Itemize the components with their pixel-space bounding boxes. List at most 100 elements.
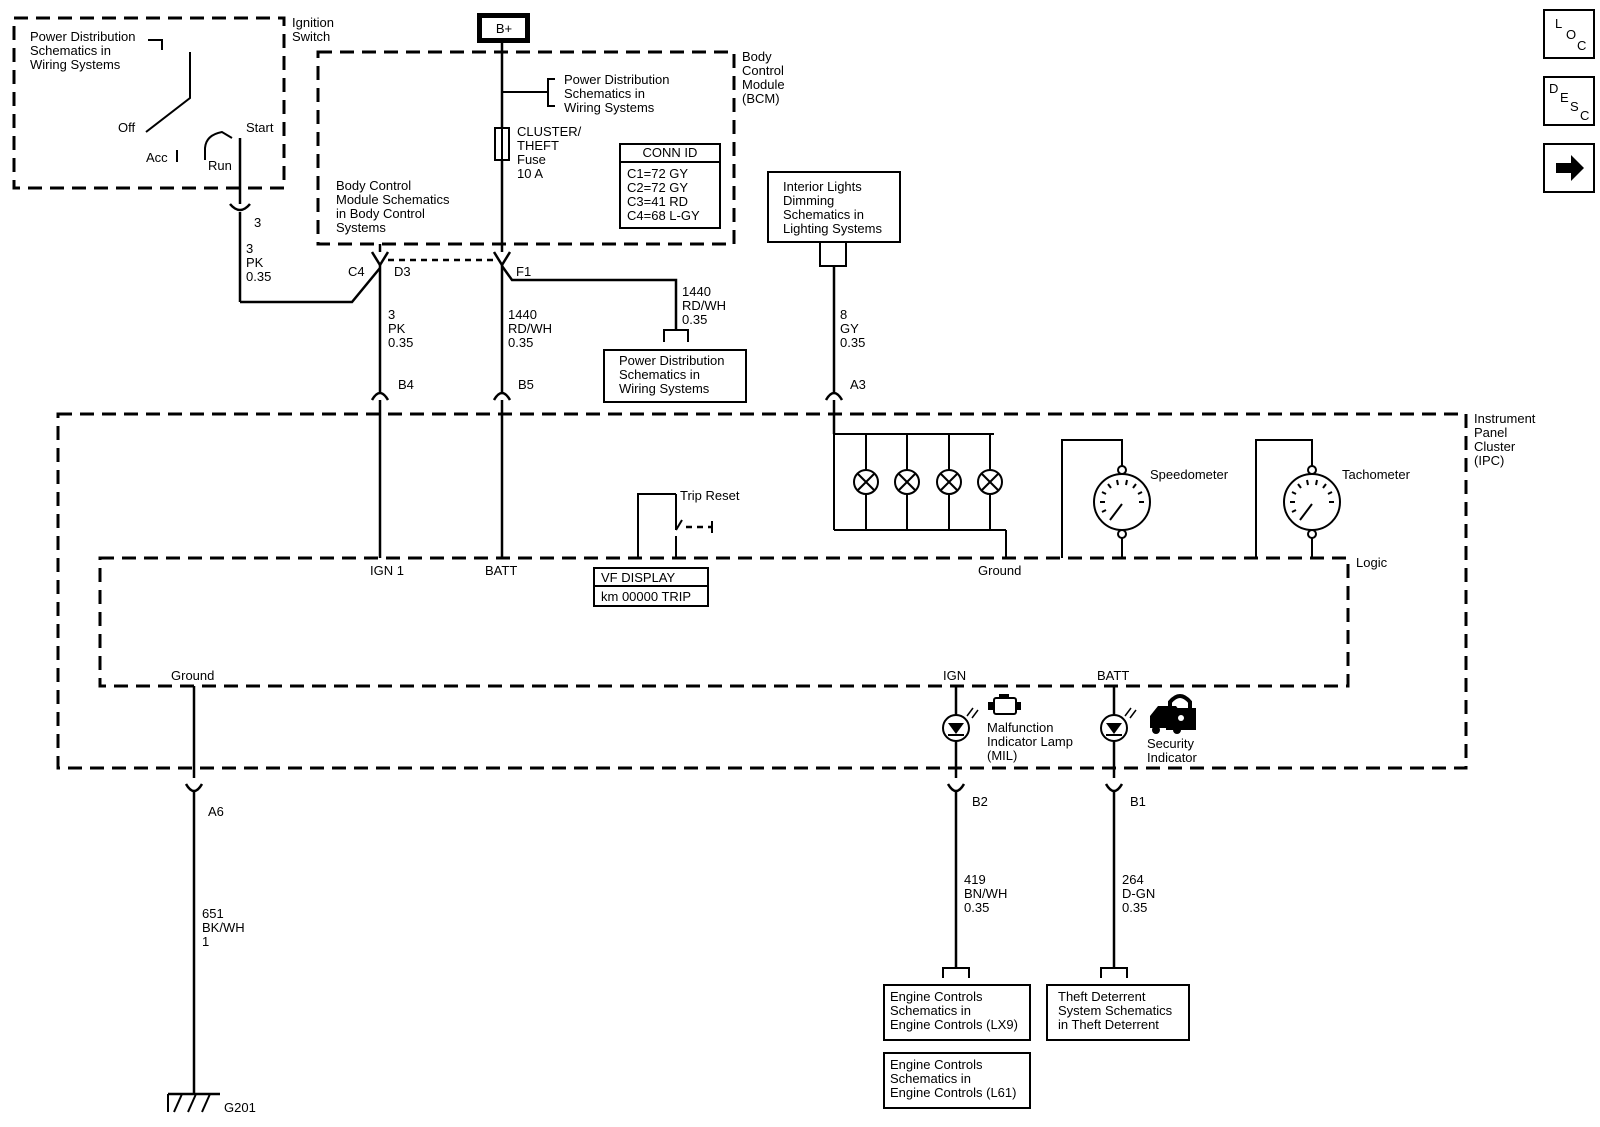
ignition-ref-line1: Power Distribution	[30, 29, 136, 44]
pd-box-line3: Wiring Systems	[619, 381, 710, 396]
rdwh-wire-right	[500, 265, 678, 330]
conn-id-c4: C4=68 L-GY	[627, 208, 700, 223]
ignition-wire-line3: 0.35	[246, 269, 271, 284]
tachometer-loop	[1255, 439, 1313, 558]
bnwh-line3: 0.35	[964, 900, 989, 915]
engine-l61-line2: Schematics in	[890, 1071, 971, 1086]
pd-box-bracket	[663, 329, 689, 342]
b2-label: B2	[972, 794, 988, 809]
bcm-title-line4: (BCM)	[742, 91, 780, 106]
fuse-label-line4: 10 A	[517, 166, 543, 181]
ignition-ref-line2: Schematics in	[30, 43, 111, 58]
ipc-title-line4: (IPC)	[1474, 453, 1504, 468]
engine-controls-lx9-box[interactable]	[883, 984, 1031, 1041]
b5-connector-icon	[492, 391, 512, 401]
speedometer-needle	[1109, 503, 1123, 521]
pd-box-line1: Power Distribution	[619, 353, 725, 368]
loc-button[interactable]: L O C	[1543, 9, 1595, 59]
battery-source: B+	[477, 13, 530, 252]
engine-l61-line1: Engine Controls	[890, 1057, 983, 1072]
security-label-line1: Security	[1147, 736, 1194, 751]
dimming-line2: Dimming	[783, 193, 834, 208]
fuse-label-line2: THEFT	[517, 138, 559, 153]
bcm-pin-c4: C4	[348, 264, 365, 279]
rdwh-right-line2: RD/WH	[682, 298, 726, 313]
bulb-1-x2	[857, 473, 875, 491]
mil-led-triangle	[948, 723, 964, 734]
desc-letter-4: C	[1580, 108, 1589, 123]
speedometer-top-terminal	[1117, 465, 1127, 475]
engine-lx9-line2: Schematics in	[890, 1003, 971, 1018]
conn-id-c3: C3=41 RD	[627, 194, 688, 209]
dimming-bulb-3	[936, 434, 962, 530]
a3-connector-icon	[824, 391, 844, 401]
ipc-logic-outline	[98, 556, 1350, 688]
engine-controls-l61-box[interactable]	[883, 1052, 1031, 1109]
speedometer-label: Speedometer	[1150, 467, 1229, 482]
ignition-title-line1: Ignition	[292, 15, 334, 30]
bulb-4-x2	[981, 473, 999, 491]
bcm-pd-line1: Power Distribution	[564, 72, 670, 87]
trip-reset-loop	[637, 493, 676, 558]
tachometer-ticks	[1290, 479, 1334, 513]
engine-icon	[988, 694, 1021, 715]
ignition-wire-line1: 3	[246, 241, 253, 256]
theft-deterrent-box[interactable]	[1046, 984, 1190, 1041]
engine-l61-line3: Engine Controls (L61)	[890, 1085, 1016, 1100]
ignition-pin-label: 3	[254, 215, 261, 230]
bcm-ref-line4: Systems	[336, 220, 386, 235]
rdwh-right-line1: 1440	[682, 284, 711, 299]
tachometer-gauge: Tachometer	[1255, 439, 1411, 558]
security-led-triangle	[1106, 723, 1122, 734]
lower-circuits: A6 651 BK/WH 1 G201 B2 419 BN/WH 0.35 En…	[167, 783, 1190, 1115]
ipc-title-line2: Panel	[1474, 425, 1507, 440]
b2-connector-icon	[946, 783, 966, 793]
bnwh-line2: BN/WH	[964, 886, 1007, 901]
next-button[interactable]	[1543, 143, 1595, 193]
ignition-switch-outline	[12, 16, 286, 190]
ignition-start-label: Start	[246, 120, 274, 135]
theft-line1: Theft Deterrent	[1058, 989, 1146, 1004]
dgn-line1: 264	[1122, 872, 1144, 887]
rdwh-left-line2: RD/WH	[508, 321, 552, 336]
vf-display-value: km 00000 TRIP	[601, 589, 691, 604]
conn-id-c2: C2=72 GY	[627, 180, 688, 195]
theft-line3: in Theft Deterrent	[1058, 1017, 1159, 1032]
dimming-line1: Interior Lights	[783, 179, 862, 194]
dimming-box[interactable]	[767, 171, 901, 243]
bcm-pd-bracket	[547, 78, 555, 107]
nav-buttons: L O C D E S C	[1543, 9, 1595, 193]
pk-wire-line2: PK	[388, 321, 406, 336]
bcm-f1-connector-icon	[492, 251, 512, 268]
mil-label-line2: Indicator Lamp	[987, 734, 1073, 749]
a6-connector-icon	[184, 783, 204, 793]
engine-lx9-line1: Engine Controls	[890, 989, 983, 1004]
ignition-to-bcm-wire	[240, 267, 381, 304]
bkwh-line1: 651	[202, 906, 224, 921]
desc-button[interactable]: D E S C	[1543, 76, 1595, 126]
bcm-pd-line2: Schematics in	[564, 86, 645, 101]
security-indicator: Security Indicator	[1100, 686, 1198, 778]
speedometer-loop	[1061, 439, 1123, 558]
ground-symbol-icon	[167, 1092, 220, 1113]
loc-letter-3: C	[1577, 38, 1586, 53]
loc-button-frame	[1543, 9, 1595, 59]
dgn-line2: D-GN	[1122, 886, 1155, 901]
rdwh-left-line1: 1440	[508, 307, 537, 322]
bcm-pd-line3: Wiring Systems	[564, 100, 655, 115]
rdwh-left-line3: 0.35	[508, 335, 533, 350]
ipc-batt2-label: BATT	[1097, 668, 1129, 683]
pd-box[interactable]	[603, 349, 747, 403]
bcm-outline	[316, 50, 736, 246]
bulb-2-x2	[898, 473, 916, 491]
bcm-title-line1: Body	[742, 49, 772, 64]
dimming-lamp-bank: Ground	[832, 400, 1021, 578]
engine-box-bracket	[942, 967, 970, 978]
loc-letter-1: L	[1555, 16, 1562, 31]
theft-line2: System Schematics	[1058, 1003, 1173, 1018]
bcm-ref-line3: in Body Control	[336, 206, 425, 221]
ignition-wire-line2: PK	[246, 255, 264, 270]
dimming-bulb-4	[977, 434, 1003, 530]
pk-wire-line3: 0.35	[388, 335, 413, 350]
conn-id-table	[619, 143, 721, 229]
